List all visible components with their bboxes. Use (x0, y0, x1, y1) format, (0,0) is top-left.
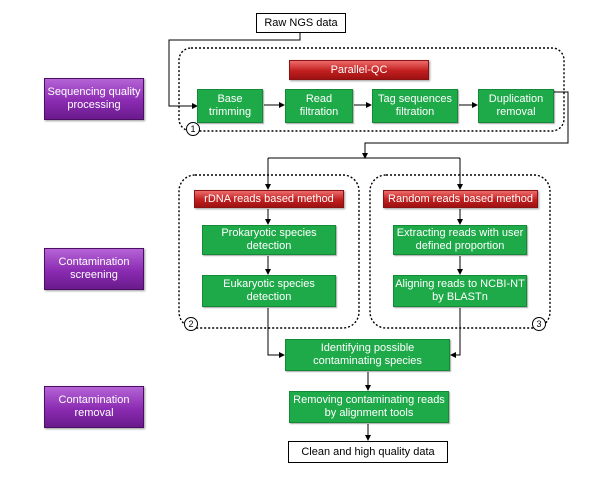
section-sequencing-qc: Sequencing quality processing (44, 78, 144, 120)
arrow-raw-to-trimming (168, 32, 301, 109)
step-prokaryotic-detection: Prokaryotic species detection (202, 225, 336, 255)
arrow-qc-to-screening (362, 91, 569, 159)
random-method-title: Random reads based method (383, 190, 538, 208)
arrow-random-to-identify (450, 308, 461, 358)
step-tag-sequences-filtration: Tag sequences filtration (372, 89, 458, 123)
badge-3: 3 (532, 317, 546, 331)
raw-data-box: Raw NGS data (256, 13, 346, 33)
parallel-qc-title: Parallel-QC (289, 60, 429, 80)
arrow-rdna-to-identify (267, 308, 285, 358)
step-duplication-removal: Duplication removal (478, 89, 554, 123)
step-identify-contaminants: Identifying possible contaminating speci… (285, 339, 450, 371)
section-contamination-removal: Contamination removal (44, 386, 144, 428)
rdna-method-title: rDNA reads based method (194, 190, 344, 208)
step-extracting-reads: Extracting reads with user defined propo… (393, 225, 527, 255)
step-remove-contaminants: Removing contaminating reads by alignmen… (289, 391, 449, 423)
step-eukaryotic-detection: Eukaryotic species detection (202, 275, 336, 307)
badge-2: 2 (184, 317, 198, 331)
rdna-method-group (178, 174, 360, 329)
clean-data-box: Clean and high quality data (288, 441, 448, 463)
step-read-filtration: Read filtration (285, 89, 353, 123)
section-contamination-screening: Contamination screening (44, 248, 144, 290)
step-aligning-reads: Aligning reads to NCBI-NT by BLASTn (393, 275, 527, 307)
badge-1: 1 (186, 122, 200, 136)
parallel-qc-group (178, 47, 565, 132)
step-base-trimming: Base trimming (197, 89, 263, 123)
